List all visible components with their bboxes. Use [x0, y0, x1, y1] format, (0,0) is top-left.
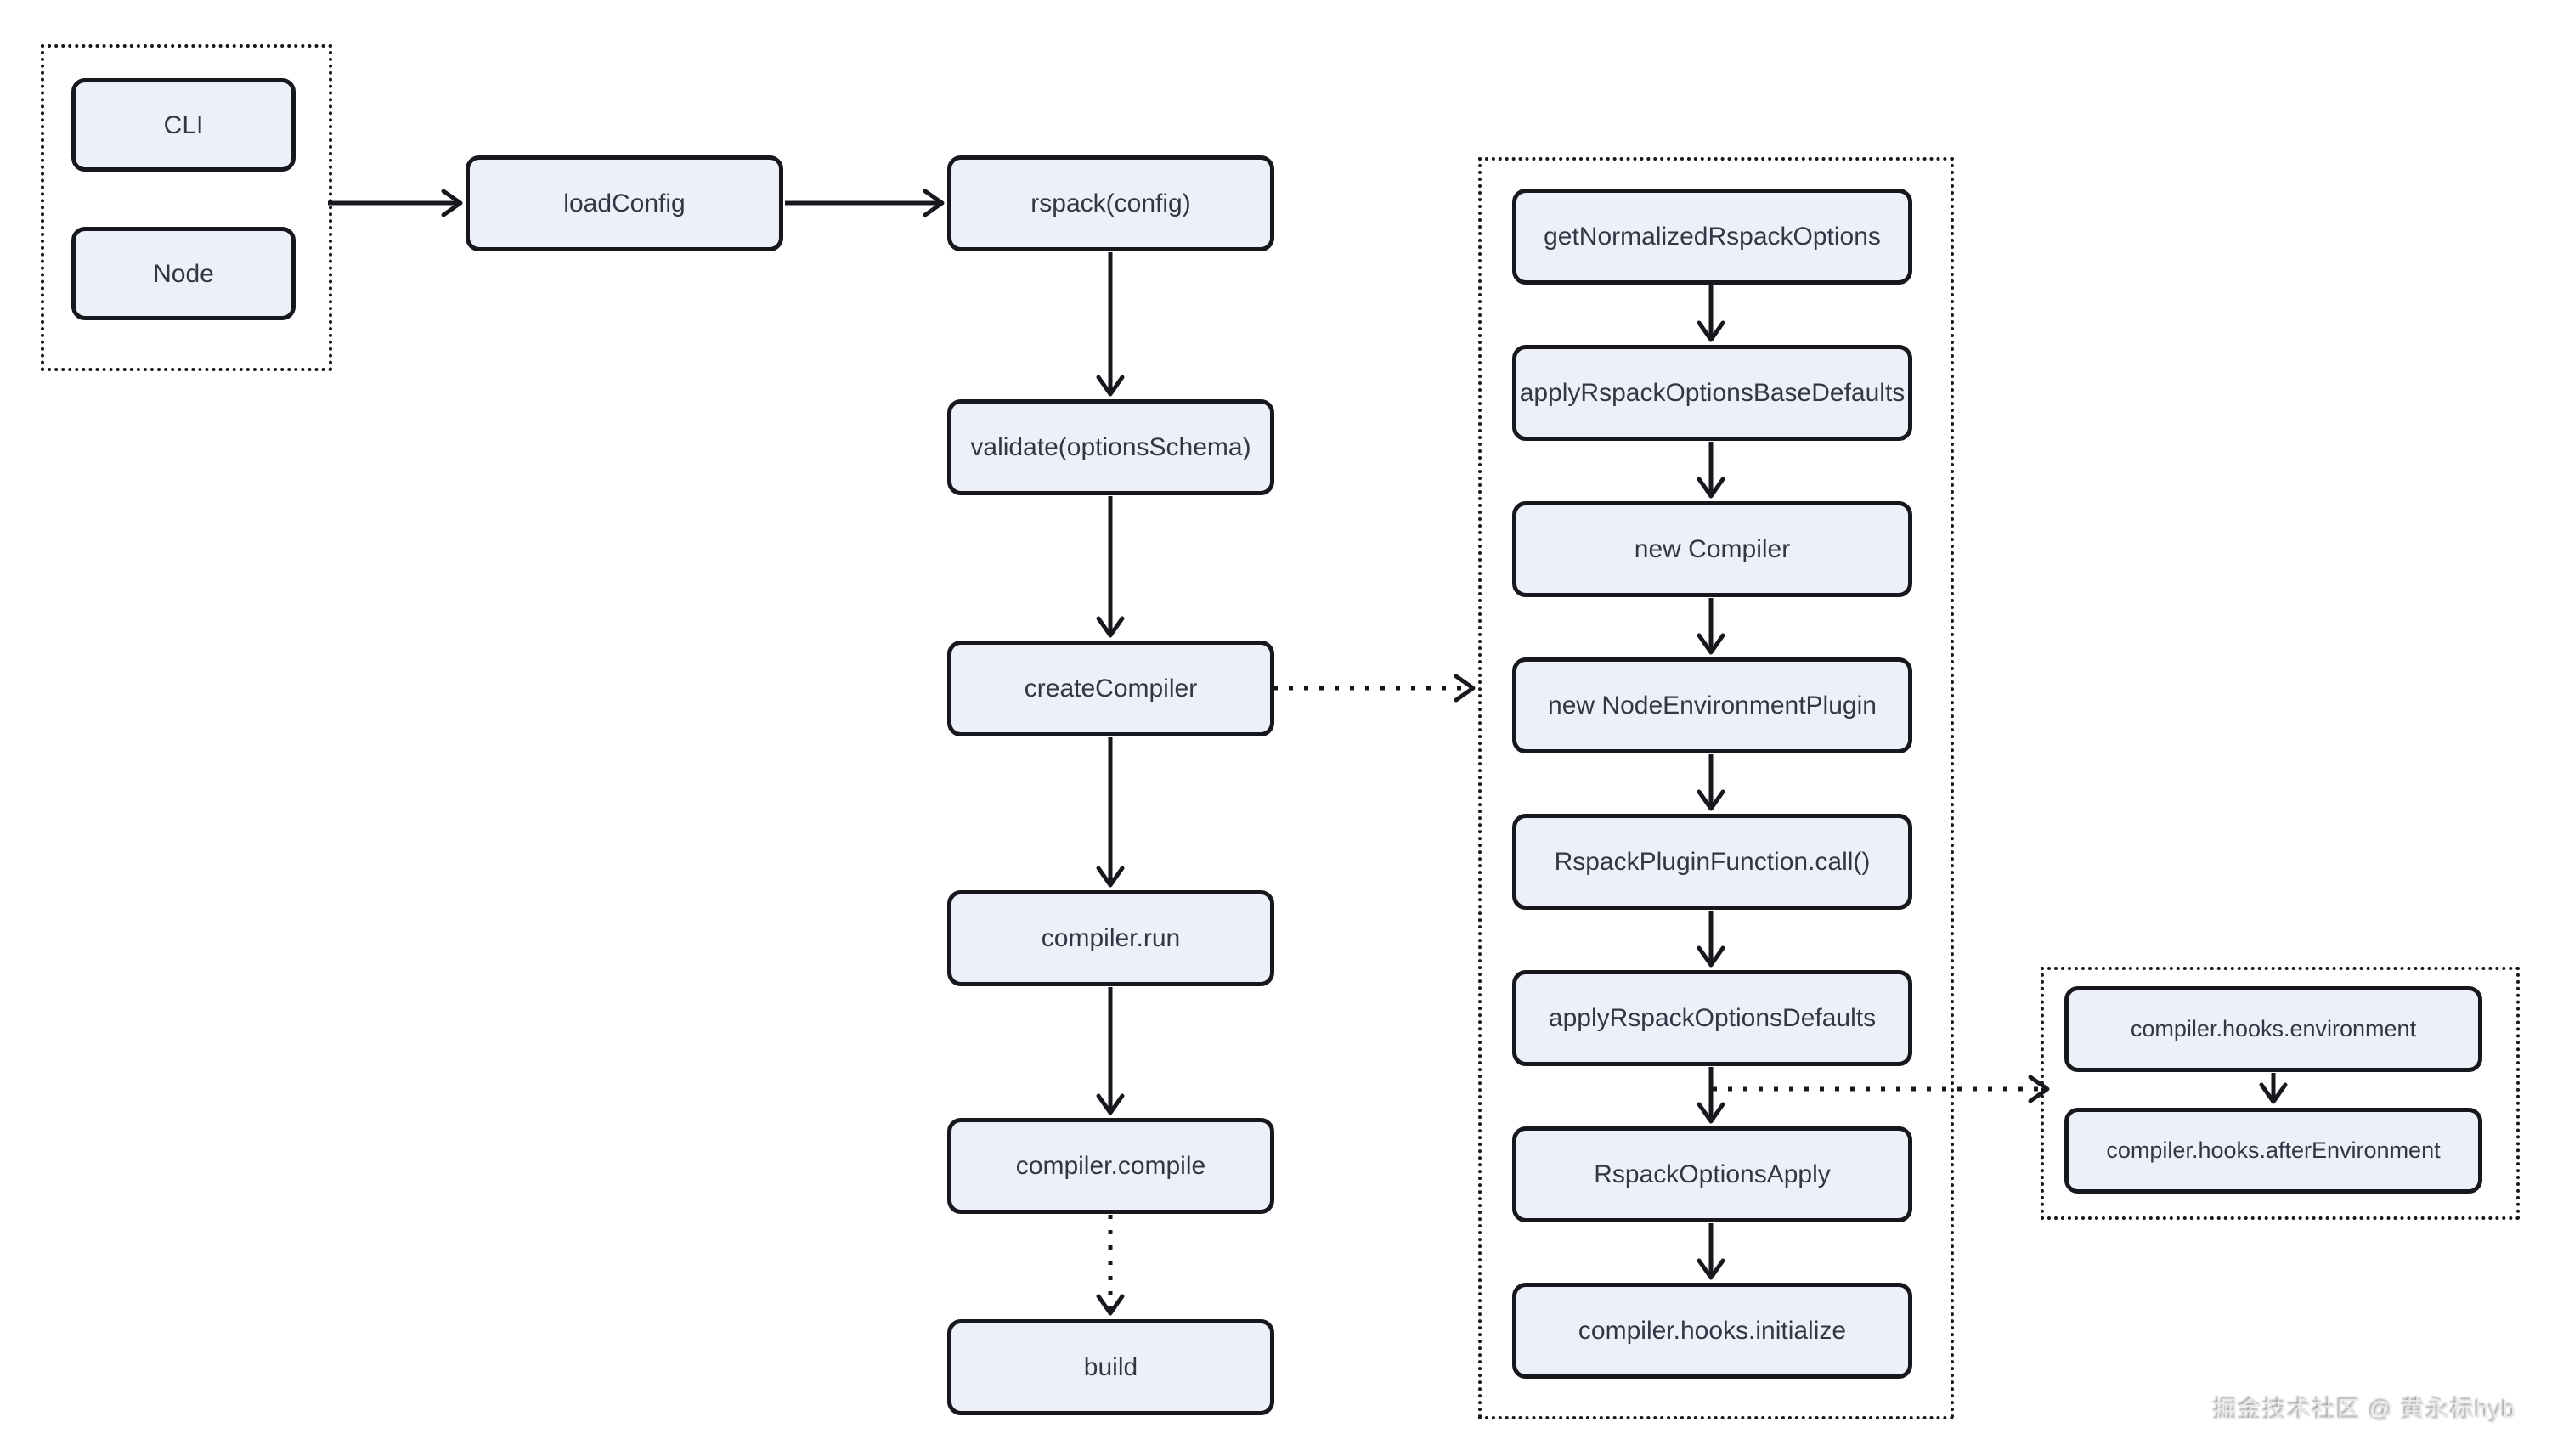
node-hooks-environment-label: compiler.hooks.environment: [2130, 1015, 2417, 1041]
node-compiler-hooks-environment: compiler.hooks.environment: [2064, 986, 2482, 1072]
node-base-defaults-label: applyRspackOptionsBaseDefaults: [1519, 379, 1906, 407]
node-load-config-label: loadConfig: [563, 189, 686, 217]
node-options-apply-label: RspackOptionsApply: [1594, 1160, 1831, 1188]
node-compiler-hooks-initialize: compiler.hooks.initialize: [1512, 1283, 1912, 1379]
node-apply-rspack-options-base-defaults: applyRspackOptionsBaseDefaults: [1512, 345, 1912, 441]
node-node: Node: [71, 227, 296, 320]
node-cli-label: CLI: [163, 110, 204, 139]
node-compiler-compile: compiler.compile: [947, 1118, 1274, 1214]
node-compiler-run: compiler.run: [947, 890, 1274, 986]
node-cli: CLI: [71, 78, 296, 172]
node-plugin-function-label: RspackPluginFunction.call(): [1554, 848, 1871, 876]
node-create-compiler: createCompiler: [947, 641, 1274, 736]
node-hooks-after-environment-label: compiler.hooks.afterEnvironment: [2106, 1137, 2441, 1163]
cluster-cli-node-entry: [41, 44, 332, 371]
node-build: build: [947, 1319, 1274, 1415]
node-rspack-config-label: rspack(config): [1030, 189, 1191, 217]
node-validate-label: validate(optionsSchema): [970, 433, 1251, 461]
node-new-compiler-label: new Compiler: [1634, 535, 1791, 563]
node-get-normalized-label: getNormalizedRspackOptions: [1544, 223, 1881, 251]
node-node-label: Node: [153, 259, 214, 288]
node-validate-options-schema: validate(optionsSchema): [947, 399, 1274, 495]
node-get-normalized-rspack-options: getNormalizedRspackOptions: [1512, 189, 1912, 285]
node-build-label: build: [1083, 1353, 1138, 1381]
node-apply-rspack-options-defaults: applyRspackOptionsDefaults: [1512, 970, 1912, 1066]
cluster-create-compiler-internals: [1478, 157, 1954, 1419]
node-compiler-hooks-after-environment: compiler.hooks.afterEnvironment: [2064, 1108, 2482, 1194]
node-compiler-compile-label: compiler.compile: [1015, 1152, 1206, 1180]
node-new-node-environment-plugin: new NodeEnvironmentPlugin: [1512, 657, 1912, 753]
watermark-text: 掘金技术社区 @ 黄永标hyb: [2213, 1397, 2516, 1423]
node-hooks-initialize-label: compiler.hooks.initialize: [1578, 1317, 1847, 1345]
node-compiler-run-label: compiler.run: [1041, 924, 1181, 952]
node-rspack-options-apply: RspackOptionsApply: [1512, 1126, 1912, 1222]
node-create-compiler-label: createCompiler: [1024, 674, 1198, 703]
node-new-compiler: new Compiler: [1512, 501, 1912, 597]
node-node-env-plugin-label: new NodeEnvironmentPlugin: [1548, 691, 1877, 720]
node-load-config: loadConfig: [466, 155, 783, 251]
node-rspack-config: rspack(config): [947, 155, 1274, 251]
node-rspack-plugin-function-call: RspackPluginFunction.call(): [1512, 814, 1912, 910]
node-options-defaults-label: applyRspackOptionsDefaults: [1548, 1004, 1877, 1032]
